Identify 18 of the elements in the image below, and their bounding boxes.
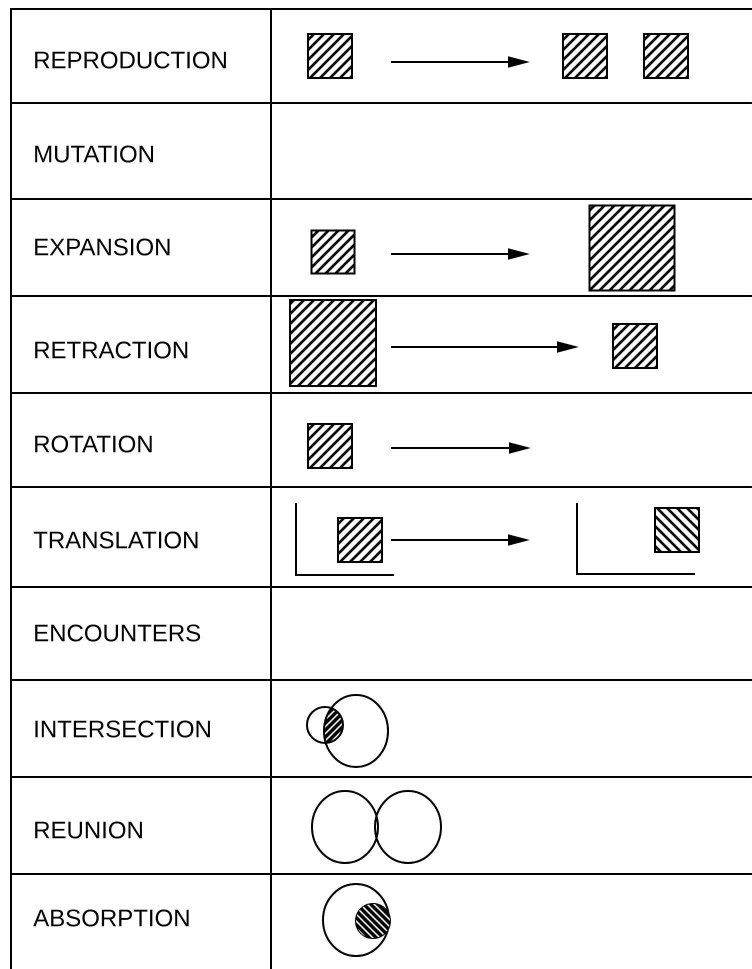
row-label: TRANSLATION <box>34 532 198 548</box>
row-label: RETRACTION <box>35 342 188 358</box>
hatched-square <box>337 517 383 563</box>
hatched-square <box>643 33 689 79</box>
row-label: EXPANSION <box>35 238 170 256</box>
row-label: REPRODUCTION <box>35 52 226 68</box>
hatched-square <box>310 230 356 274</box>
row-label: ENCOUNTERS <box>35 624 200 642</box>
hatched-square <box>289 299 377 387</box>
hatched-square <box>307 33 353 79</box>
hatched-square <box>654 507 700 553</box>
row-label: REUNION <box>35 822 142 838</box>
row-label: MUTATION <box>35 146 154 162</box>
hatched-square <box>307 423 353 469</box>
hatched-square <box>588 204 676 292</box>
row-label: INTERSECTION <box>35 720 210 738</box>
row-label: ROTATION <box>35 436 152 452</box>
row-label: ABSORPTION <box>33 910 189 926</box>
